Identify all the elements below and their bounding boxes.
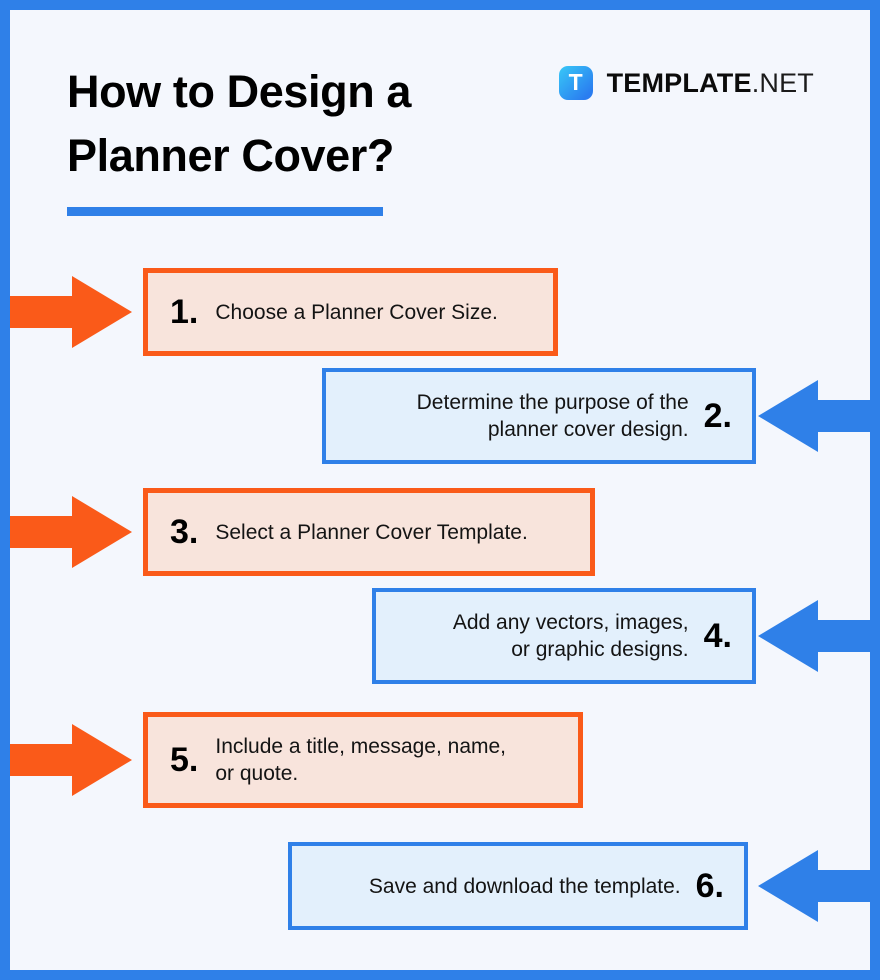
- step-number-5: 5.: [170, 741, 199, 779]
- step-content-6: Save and download the template. 6.: [292, 869, 744, 903]
- step-row-4: Add any vectors, images, or graphic desi…: [10, 588, 870, 688]
- step-text-4-line-2: or graphic designs.: [511, 638, 689, 661]
- step-text-3-line-1: Select a Planner Cover Template.: [215, 520, 528, 544]
- page-title: How to Design a Planner Cover?: [67, 60, 537, 188]
- step-text-5: Include a title, message, name, or quote…: [215, 733, 506, 787]
- step-number-2: 2.: [703, 397, 732, 435]
- arrow-left-blue-2: [758, 380, 870, 452]
- step-row-6: Save and download the template. 6.: [10, 842, 870, 934]
- step-row-1: 1. Choose a Planner Cover Size.: [10, 268, 870, 356]
- logo-letter: T: [568, 69, 583, 95]
- brand-logo[interactable]: T TEMPLATE.NET: [558, 66, 814, 100]
- step-text-4-line-1: Add any vectors, images,: [452, 611, 689, 634]
- arrow-left-blue-6: [758, 850, 870, 922]
- step-content-4: Add any vectors, images, or graphic desi…: [376, 609, 752, 663]
- page-title-line-2: Planner Cover?: [67, 130, 395, 181]
- step-number-6: 6.: [695, 867, 724, 905]
- brand-wordmark: TEMPLATE.NET: [606, 67, 814, 98]
- brand-name-bold: TEMPLATE: [606, 67, 752, 98]
- step-text-2-line-2: planner cover design.: [487, 418, 689, 441]
- step-content-3: 3. Select a Planner Cover Template.: [148, 515, 590, 549]
- step-box-4[interactable]: Add any vectors, images, or graphic desi…: [372, 588, 756, 684]
- step-box-6[interactable]: Save and download the template. 6.: [288, 842, 748, 930]
- step-content-2: Determine the purpose of the planner cov…: [326, 389, 752, 443]
- step-row-5: 5. Include a title, message, name, or qu…: [10, 712, 870, 808]
- step-number-3: 3.: [170, 513, 199, 551]
- infographic-canvas: How to Design a Planner Cover? T TEMPLAT…: [10, 10, 870, 970]
- step-text-1: Choose a Planner Cover Size.: [215, 299, 498, 326]
- header: How to Design a Planner Cover? T TEMPLAT…: [10, 10, 870, 225]
- step-text-5-line-1: Include a title, message, name,: [215, 735, 507, 758]
- step-text-6-line-1: Save and download the template.: [368, 874, 681, 898]
- step-content-1: 1. Choose a Planner Cover Size.: [148, 295, 553, 329]
- step-row-3: 3. Select a Planner Cover Template.: [10, 488, 870, 576]
- arrow-right-orange-5: [10, 724, 132, 796]
- step-box-3[interactable]: 3. Select a Planner Cover Template.: [143, 488, 595, 576]
- arrow-right-orange-1: [10, 276, 132, 348]
- step-text-2: Determine the purpose of the planner cov…: [417, 389, 689, 443]
- arrow-left-blue-4: [758, 600, 870, 672]
- step-number-1: 1.: [170, 293, 199, 331]
- step-text-4: Add any vectors, images, or graphic desi…: [453, 609, 689, 663]
- step-box-2[interactable]: Determine the purpose of the planner cov…: [322, 368, 756, 464]
- page-title-line-1: How to Design a: [67, 66, 412, 117]
- brand-name-light: .NET: [751, 67, 814, 98]
- step-content-5: 5. Include a title, message, name, or qu…: [148, 733, 578, 787]
- template-logo-icon: T: [558, 66, 593, 100]
- step-box-5[interactable]: 5. Include a title, message, name, or qu…: [143, 712, 583, 808]
- step-text-3: Select a Planner Cover Template.: [215, 519, 527, 546]
- step-text-2-line-1: Determine the purpose of the: [416, 391, 689, 414]
- arrow-right-orange-3: [10, 496, 132, 568]
- title-underline-bar: [67, 207, 383, 216]
- step-box-1[interactable]: 1. Choose a Planner Cover Size.: [143, 268, 558, 356]
- step-text-1-line-1: Choose a Planner Cover Size.: [215, 300, 498, 324]
- step-text-6: Save and download the template.: [369, 873, 681, 900]
- step-number-4: 4.: [703, 617, 732, 655]
- step-row-2: Determine the purpose of the planner cov…: [10, 368, 870, 468]
- step-text-5-line-2: or quote.: [215, 762, 299, 785]
